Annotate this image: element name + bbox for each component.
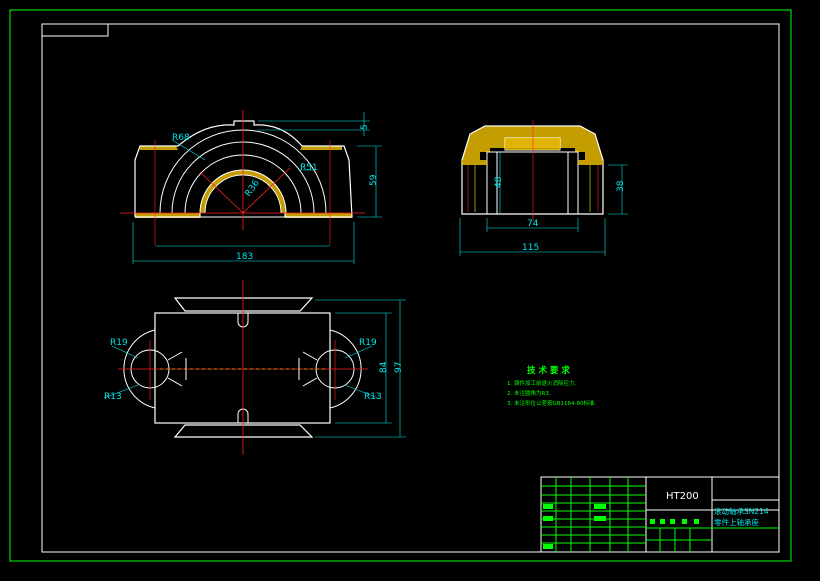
part-name-1: 滚动轴承SN214	[714, 506, 769, 516]
dim-r19-right: R19	[359, 338, 377, 348]
dim-48: 48	[494, 176, 504, 188]
side-view: 48 38 74 115	[459, 120, 628, 256]
dim-r68: R68	[172, 133, 190, 143]
dim-97: 97	[394, 362, 404, 373]
top-view: R19 R13 R19 R13 84 97	[103, 280, 406, 455]
tech-line-3: 3. 未注形位公差按GB1184-80标准.	[507, 399, 597, 407]
corner-tag	[41, 23, 109, 37]
dim-115: 115	[522, 243, 539, 253]
dim-183: 183	[236, 252, 253, 262]
dim-5: 5	[360, 124, 370, 130]
dim-38: 38	[616, 180, 626, 192]
dim-84: 84	[379, 361, 389, 373]
outer-frame	[9, 9, 792, 562]
tech-line-1: 1. 铸件加工前退火消除应力.	[507, 379, 576, 387]
part-name-2: 零件上轴承座	[714, 517, 759, 527]
tech-line-2: 2. 未注圆角为R3.	[507, 389, 551, 397]
dim-r19-left: R19	[110, 338, 128, 348]
tech-title: 技 术 要 求	[527, 365, 570, 376]
title-block: HT200 滚动轴承SN214 零件上轴承座	[540, 476, 780, 553]
dim-59: 59	[369, 174, 379, 186]
dim-74: 74	[527, 219, 539, 229]
front-view: R68 R51 R36 5 59 183	[120, 110, 382, 264]
material-label: HT200	[666, 491, 699, 502]
tech-requirements: 技 术 要 求 1. 铸件加工前退火消除应力. 2. 未注圆角为R3. 3. 未…	[507, 365, 597, 407]
dim-r51: R51	[300, 163, 318, 173]
dim-r13-left: R13	[104, 392, 122, 402]
dim-r13-right: R13	[364, 392, 382, 402]
inner-frame	[41, 23, 780, 553]
